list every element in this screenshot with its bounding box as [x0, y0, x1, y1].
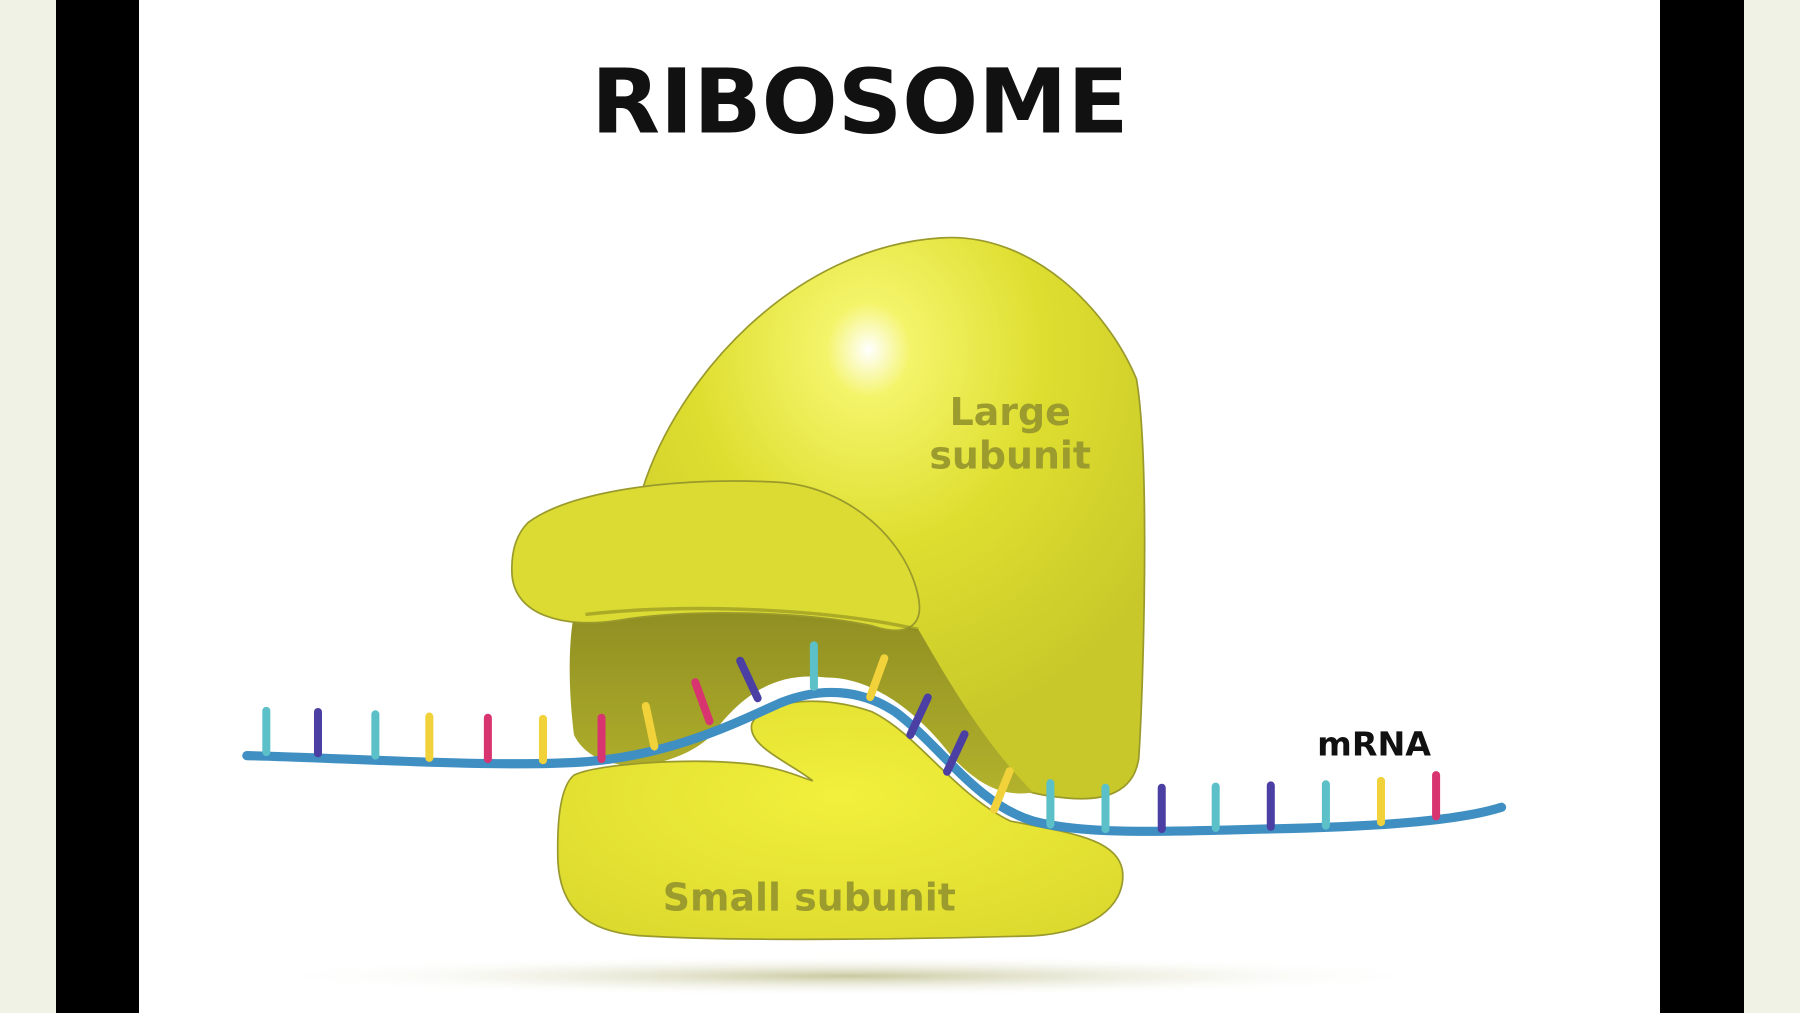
large-subunit-lower-lobe [569, 608, 1034, 794]
mrna-codon [906, 693, 932, 739]
mrna-codon [736, 656, 762, 703]
mrna-codons [262, 641, 1441, 834]
letterbox-left [56, 0, 139, 1013]
mrna-codon [641, 701, 659, 751]
page-title: RIBOSOME [591, 50, 1128, 154]
mrna-codon [943, 730, 969, 776]
letterbox-right [1660, 0, 1744, 1013]
mrna-codon [866, 654, 889, 702]
mrna-codon [990, 767, 1014, 814]
mrna-strand [242, 687, 1507, 836]
large-subunit-label-line1: Large [950, 390, 1071, 434]
mrna-label: mRNA [1317, 725, 1431, 764]
small-subunit-label: Small subunit [663, 876, 956, 920]
large-subunit-lip [511, 480, 921, 632]
ground-shadow [252, 955, 1447, 997]
large-subunit-label-line2: subunit [929, 434, 1091, 478]
mrna-codon [691, 678, 714, 726]
